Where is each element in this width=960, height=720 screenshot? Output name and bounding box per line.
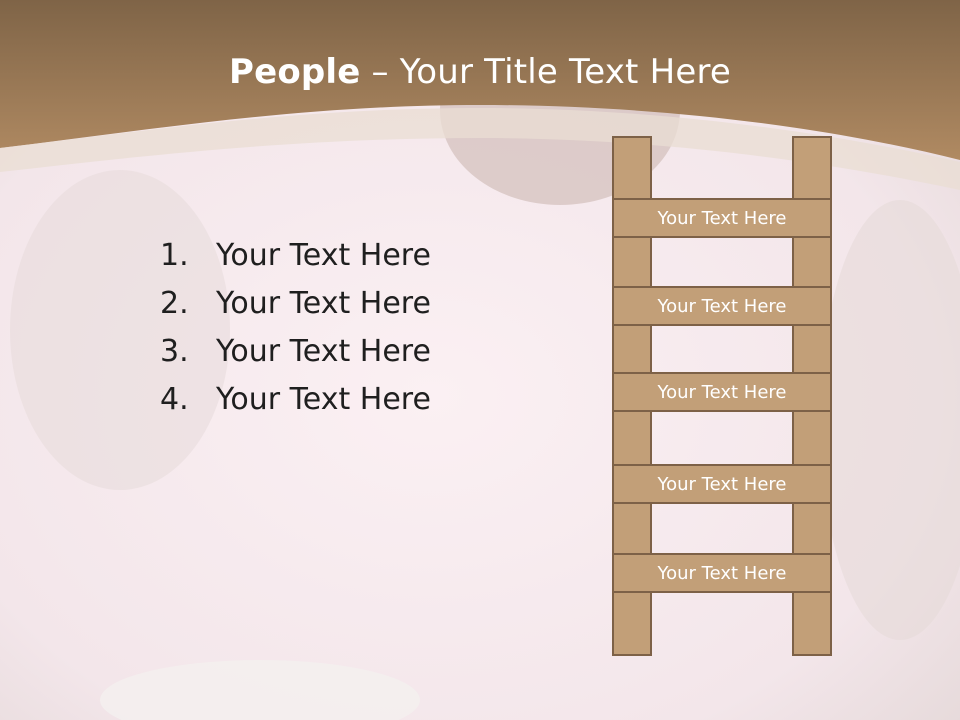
list-item: 3. Your Text Here [160,328,431,376]
ladder-rung: Your Text Here [612,464,832,504]
list-item-number: 2. [160,286,189,321]
ladder-rung: Your Text Here [612,198,832,238]
list-item-text: Your Text Here [216,382,431,417]
list-item-text: Your Text Here [216,286,431,321]
list-item: 4. Your Text Here [160,376,431,424]
title-rest: – Your Title Text Here [360,52,732,92]
list-item-number: 4. [160,382,189,417]
ladder-rung: Your Text Here [612,553,832,593]
list-item-number: 1. [160,238,189,273]
list-item-text: Your Text Here [216,238,431,273]
ladder-rung: Your Text Here [612,286,832,326]
numbered-list: 1. Your Text Here 2. Your Text Here 3. Your… [160,232,431,424]
title-bold: People [228,52,361,92]
ladder-rung: Your Text Here [612,372,832,412]
list-item: 2. Your Text Here [160,280,431,328]
list-item: 1. Your Text Here [160,232,431,280]
list-item-text: Your Text Here [216,334,431,369]
page-title: People – Your Title Text Here [0,52,960,92]
list-item-number: 3. [160,334,189,369]
